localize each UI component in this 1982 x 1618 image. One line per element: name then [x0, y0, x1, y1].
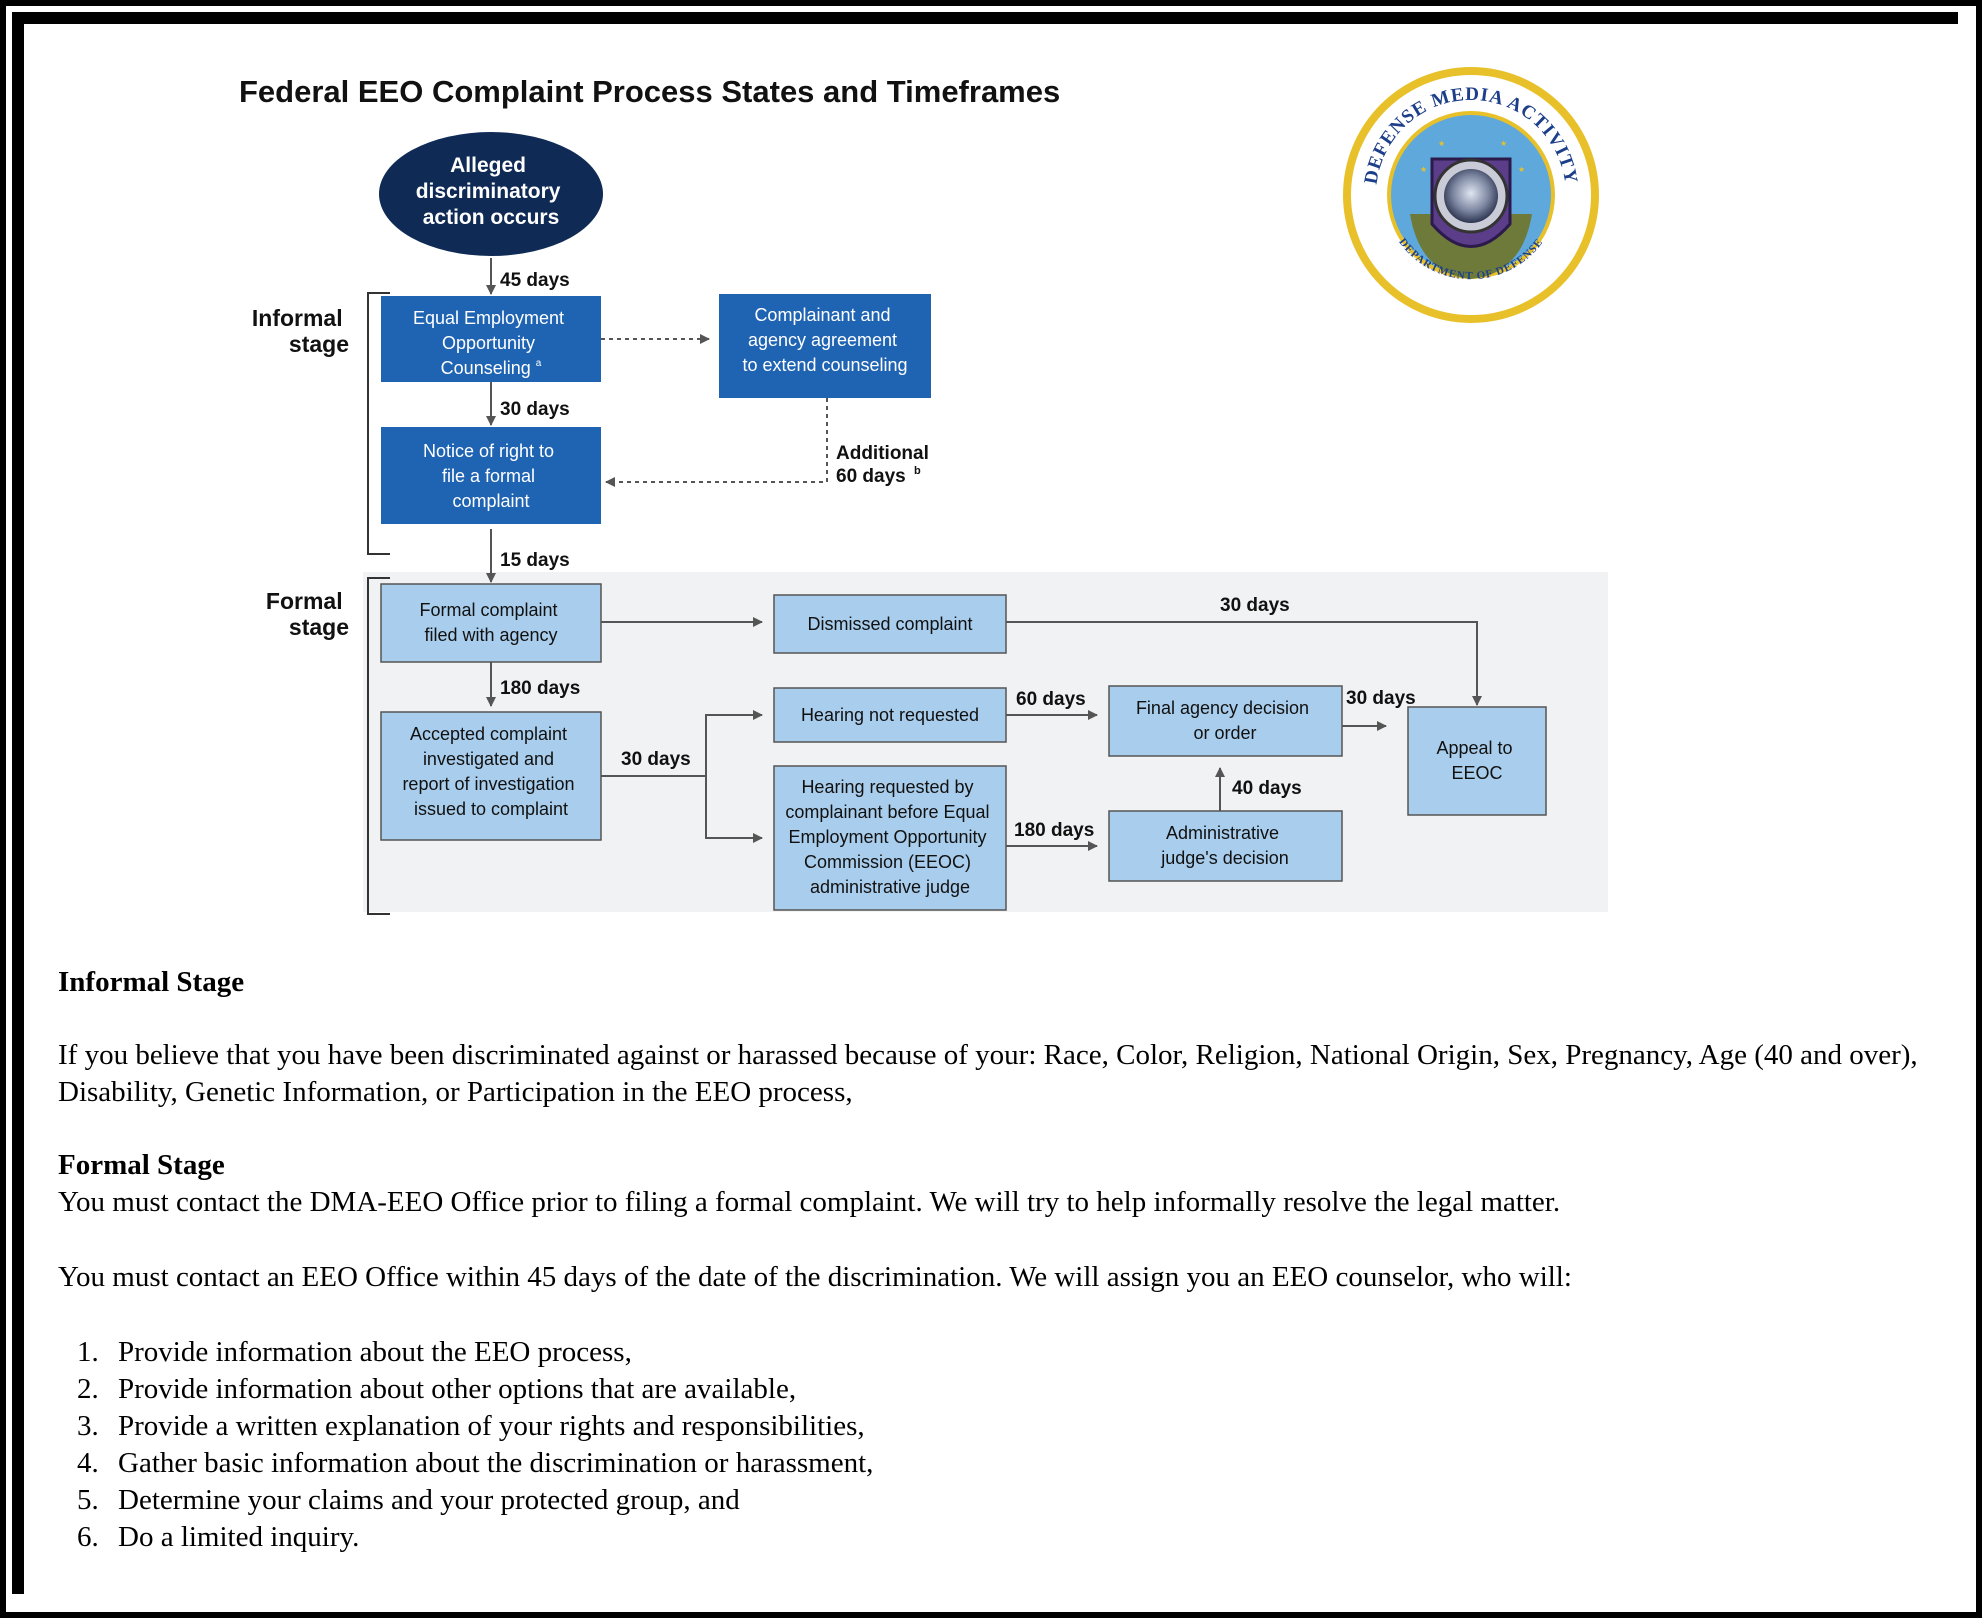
- svg-text:Alleged discriminatory: Alleged discriminatory action occurs: [416, 154, 567, 229]
- page: Federal EEO Complaint Process States and…: [24, 24, 1958, 1594]
- start-node: Alleged discriminatory action occurs: [379, 132, 603, 256]
- label-180-days-investigation: 180 days: [500, 678, 580, 699]
- label-45-days: 45 days: [500, 270, 570, 291]
- globe-icon: [1444, 169, 1498, 223]
- hearing-requested-node: Hearing requested by complainant before …: [773, 765, 1007, 911]
- list-item: Do a limited inquiry.: [106, 1519, 1938, 1556]
- notice-node: Notice of right to file a formal complai…: [381, 427, 601, 524]
- label-30-days-counseling: 30 days: [500, 399, 570, 420]
- list-item: Gather basic information about the discr…: [106, 1445, 1938, 1482]
- appeal-eeoc-node: Appeal to EEOC: [1407, 706, 1547, 816]
- admin-judge-decision-node: Administrative judge's decision: [1108, 810, 1343, 882]
- svg-text:Accepted complaint inv: Accepted complaint investigated and repo…: [402, 724, 579, 819]
- list-item: Provide information about other options …: [106, 1371, 1938, 1408]
- formal-stage-bracket: [367, 577, 390, 915]
- final-agency-decision-node: Final agency decision or order: [1108, 685, 1343, 757]
- formal-stage-paragraph-1: You must contact the DMA-EEO Office prio…: [58, 1186, 1561, 1218]
- informal-stage-bracket: [367, 292, 390, 555]
- counseling-node: Equal Employment Opportunity Counseling …: [381, 296, 601, 382]
- svg-text:★ ★ ★ ★: ★ ★ ★ ★: [1420, 139, 1525, 174]
- eeo-flowchart: Informal stage Formal stage: [252, 132, 1608, 915]
- label-60-days: 60 days: [1016, 689, 1086, 710]
- diagram-title: Federal EEO Complaint Process States and…: [239, 74, 1061, 109]
- svg-text:Formal complaint filed: Formal complaint filed with agency: [419, 600, 562, 645]
- label-180-days-hearing: 180 days: [1014, 820, 1094, 841]
- formal-stage-label: Formal stage: [266, 588, 349, 640]
- svg-text:Equal Employment Oppor: Equal Employment Opportunity Counseling …: [413, 308, 569, 378]
- informal-stage-paragraph: If you believe that you have been discri…: [58, 1039, 1918, 1108]
- informal-stage-label: Informal stage: [252, 305, 349, 357]
- defense-media-activity-seal: ★ ★ ★ ★ DEFENSE MEDIA ACTIVITY DEPARTMEN…: [1343, 67, 1599, 323]
- label-30-days-hearing: 30 days: [621, 749, 691, 770]
- list-item: Determine your claims and your protected…: [106, 1482, 1938, 1519]
- arrow-dismissed-to-appeal: [1006, 621, 1482, 706]
- accepted-node: Accepted complaint investigated and repo…: [380, 711, 602, 841]
- formal-stage-heading: Formal Stage: [58, 1149, 225, 1181]
- svg-text:Administrative judge's: Administrative judge's decision: [1160, 823, 1289, 868]
- informal-stage-heading: Informal Stage: [58, 966, 245, 998]
- arrow-to-hearing-req: [705, 776, 763, 843]
- svg-text:Dismissed complaint: Dismissed complaint: [807, 614, 972, 634]
- svg-text:Hearing not requested: Hearing not requested: [801, 705, 979, 725]
- flow-connectors: [486, 258, 1482, 851]
- hearing-not-requested-node: Hearing not requested: [773, 687, 1007, 743]
- svg-text:Appeal to EEOC: Appeal to EEOC: [1436, 738, 1517, 783]
- arrow-extend-to-notice: [605, 382, 828, 487]
- label-additional-60-days: Additional 60 days b: [836, 443, 934, 487]
- label-40-days: 40 days: [1232, 778, 1302, 799]
- counselor-duties-list: Provide information about the EEO proces…: [58, 1334, 1938, 1556]
- svg-text:Hearing requested by c: Hearing requested by complainant before …: [785, 777, 994, 897]
- list-item: Provide a written explanation of your ri…: [106, 1408, 1938, 1445]
- arrow-to-hearing-not: [705, 710, 763, 776]
- formal-stage-paragraph-2: You must contact an EEO Office within 45…: [58, 1261, 1572, 1293]
- label-15-days: 15 days: [500, 550, 570, 571]
- formal-filed-node: Formal complaint filed with agency: [380, 583, 602, 663]
- star-icon: ★: [1438, 139, 1445, 148]
- extend-counseling-node: Complainant and agency agreement to exte…: [719, 294, 931, 398]
- body-text: Informal Stage If you believe that you h…: [58, 964, 1938, 1556]
- svg-text:Notice of right to fil: Notice of right to file a formal complai…: [423, 441, 559, 511]
- dismissed-node: Dismissed complaint: [773, 594, 1007, 654]
- list-item: Provide information about the EEO proces…: [106, 1334, 1938, 1371]
- svg-text:Complainant and agency: Complainant and agency agreement to exte…: [742, 305, 907, 375]
- label-30-days-final: 30 days: [1346, 688, 1416, 709]
- svg-text:Final agency decision: Final agency decision or order: [1136, 698, 1314, 743]
- label-30-days-dismissed: 30 days: [1220, 595, 1290, 616]
